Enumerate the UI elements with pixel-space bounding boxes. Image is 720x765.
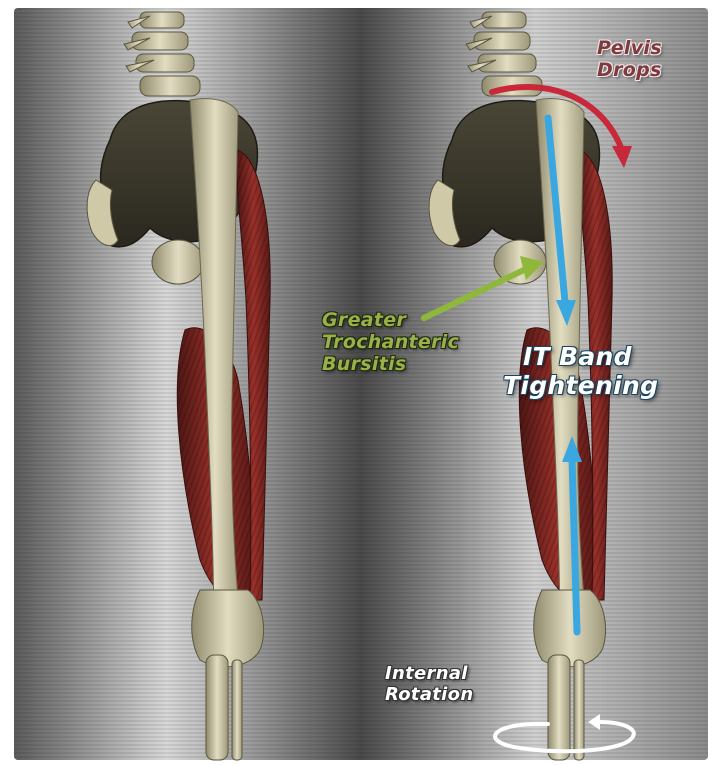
it-band-line2: Tightening [503, 372, 658, 401]
pelvis-drops-line1: Pelvis [597, 38, 662, 60]
internal-rotation-line2: Rotation [385, 685, 473, 706]
bursitis-label: Greater Trochanteric Bursitis [322, 310, 459, 376]
fibula [574, 660, 584, 760]
tibia [548, 655, 570, 760]
it-band-label: IT Band Tightening [503, 343, 658, 401]
pelvis-drops-label: Pelvis Drops [597, 38, 662, 82]
bursitis-line3: Bursitis [322, 354, 459, 376]
internal-rotation-label: Internal Rotation [385, 664, 473, 705]
knee [534, 590, 606, 667]
tibia [206, 655, 228, 760]
internal-rotation-line1: Internal [385, 664, 473, 685]
bursitis-line2: Trochanteric [322, 332, 459, 354]
bursitis-line1: Greater [322, 310, 459, 332]
it-band-arrow-up [572, 458, 577, 632]
knee [192, 590, 264, 667]
fibula [232, 660, 242, 760]
pelvis-drops-line2: Drops [597, 60, 662, 82]
it-band-line1: IT Band [523, 343, 658, 372]
